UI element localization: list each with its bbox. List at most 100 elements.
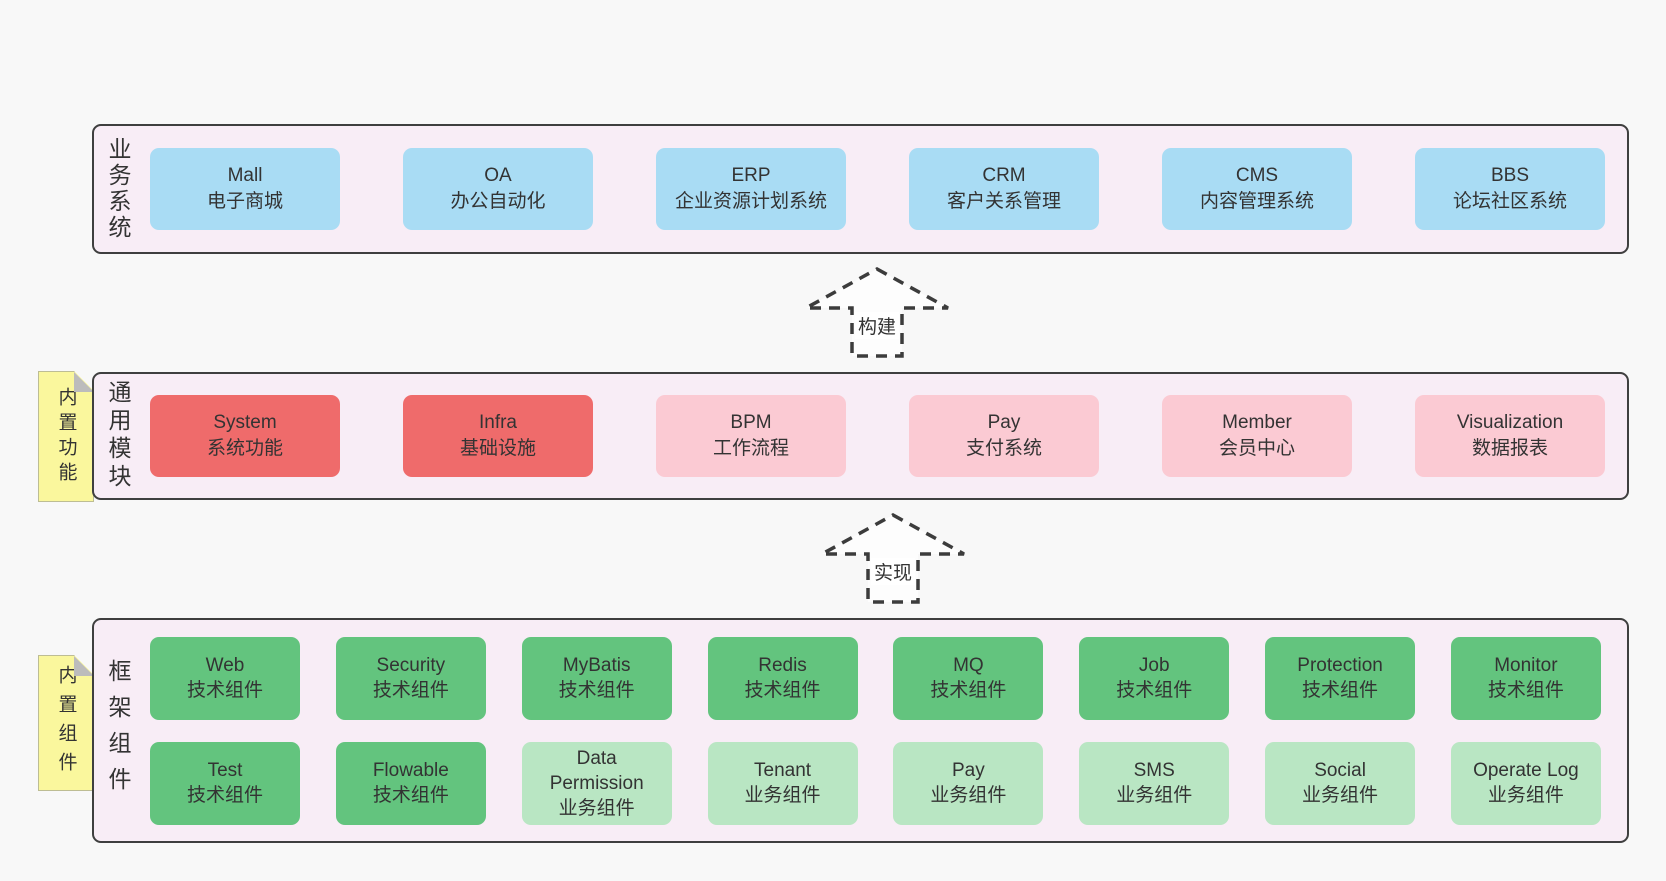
box-title: MQ: [953, 655, 984, 676]
box-subtitle: 业务组件: [558, 797, 635, 819]
box-title: Member: [1222, 412, 1292, 433]
common-modules-row: System 系统功能 Infra 基础设施 BPM 工作流程 Pay 支付系统…: [142, 374, 1627, 498]
box-title: Web: [205, 655, 245, 676]
box-title: Operate Log: [1473, 760, 1579, 781]
note-fold-corner: [74, 656, 94, 676]
component-item-protection: Protection 技术组件: [1265, 636, 1416, 720]
panel-label-text: 框架组件: [105, 658, 131, 803]
box-title: Pay: [952, 760, 985, 781]
box-title: Tenant: [754, 760, 812, 781]
panel-vertical-label: 框架组件: [94, 620, 142, 841]
business-item-crm: CRM 客户关系管理: [909, 148, 1099, 230]
box-subtitle: 技术组件: [558, 680, 635, 701]
module-item-system: System 系统功能: [150, 395, 340, 477]
panel-vertical-label: 业务系统: [94, 126, 142, 252]
component-item-redis: Redis 技术组件: [707, 636, 858, 720]
box-title: SMS: [1133, 760, 1175, 781]
component-item-job: Job 技术组件: [1079, 636, 1230, 720]
framework-components-grid: Web 技术组件 Security 技术组件 MyBatis 技术组件 Redi…: [142, 620, 1627, 841]
business-systems-row: Mall 电子商城 OA 办公自动化 ERP 企业资源计划系统 CRM 客户关系…: [142, 126, 1627, 252]
box-title: ERP: [731, 165, 771, 186]
box-subtitle: 系统功能: [206, 438, 283, 459]
framework-row-2: Test 技术组件 Flowable 技术组件 Data Permission …: [150, 741, 1601, 825]
implement-arrow: 实现: [818, 512, 968, 606]
box-title: BPM: [730, 412, 772, 433]
box-title: System: [213, 412, 277, 433]
box-title: CMS: [1235, 165, 1279, 186]
box-subtitle: 电子商城: [206, 191, 283, 212]
box-subtitle: 业务组件: [744, 785, 821, 806]
box-title: Job: [1138, 655, 1170, 676]
business-systems-panel: 业务系统 Mall 电子商城 OA 办公自动化 ERP 企业资源计划系统 CRM…: [92, 124, 1629, 254]
box-title: Flowable: [372, 760, 449, 781]
component-item-security: Security 技术组件: [335, 636, 486, 720]
module-item-visualization: Visualization 数据报表: [1415, 395, 1605, 477]
implement-arrow-label: 实现: [870, 558, 916, 585]
box-subtitle: 会员中心: [1218, 438, 1295, 459]
sticky-note-label: 内置组件: [55, 665, 77, 781]
component-item-social: Social 业务组件: [1265, 741, 1416, 825]
box-subtitle: 业务组件: [1487, 785, 1564, 806]
box-title: Data Permission: [549, 747, 644, 794]
box-subtitle: 业务组件: [930, 785, 1007, 806]
box-subtitle: 企业资源计划系统: [674, 191, 827, 212]
sticky-note-builtin-components: 内置组件: [38, 655, 94, 791]
box-subtitle: 业务组件: [1302, 785, 1379, 806]
business-item-erp: ERP 企业资源计划系统: [656, 148, 846, 230]
module-item-bpm: BPM 工作流程: [656, 395, 846, 477]
box-subtitle: 内容管理系统: [1199, 191, 1314, 212]
box-subtitle: 办公自动化: [450, 191, 546, 212]
business-item-cms: CMS 内容管理系统: [1162, 148, 1352, 230]
note-fold-corner: [74, 372, 94, 392]
component-item-flowable: Flowable 技术组件: [335, 741, 486, 825]
box-title: OA: [484, 165, 512, 186]
box-subtitle: 技术组件: [372, 680, 449, 701]
box-subtitle: 技术组件: [1487, 680, 1564, 701]
box-subtitle: 业务组件: [1116, 785, 1193, 806]
box-title: Social: [1314, 760, 1366, 781]
business-item-oa: OA 办公自动化: [403, 148, 593, 230]
box-subtitle: 论坛社区系统: [1452, 191, 1567, 212]
component-item-sms: SMS 业务组件: [1079, 741, 1230, 825]
component-item-monitor: Monitor 技术组件: [1450, 636, 1601, 720]
framework-row-1: Web 技术组件 Security 技术组件 MyBatis 技术组件 Redi…: [150, 636, 1601, 720]
box-subtitle: 基础设施: [459, 438, 536, 459]
box-title: Protection: [1297, 655, 1383, 676]
box-subtitle: 工作流程: [712, 438, 789, 459]
box-title: MyBatis: [562, 655, 631, 676]
box-title: Test: [207, 760, 243, 781]
common-modules-panel: 通用模块 System 系统功能 Infra 基础设施 BPM 工作流程 Pay…: [92, 372, 1629, 500]
box-subtitle: 技术组件: [186, 680, 263, 701]
component-item-pay: Pay 业务组件: [893, 741, 1044, 825]
component-item-web: Web 技术组件: [150, 636, 300, 720]
box-title: CRM: [982, 165, 1026, 186]
box-subtitle: 客户关系管理: [946, 191, 1061, 212]
box-subtitle: 技术组件: [1116, 680, 1193, 701]
panel-label-text: 通用模块: [105, 380, 131, 492]
box-subtitle: 数据报表: [1471, 438, 1548, 459]
box-title: Monitor: [1494, 655, 1558, 676]
business-item-bbs: BBS 论坛社区系统: [1415, 148, 1605, 230]
sticky-note-builtin-features: 内置功能: [38, 371, 94, 502]
module-item-member: Member 会员中心: [1162, 395, 1352, 477]
build-arrow-label: 构建: [854, 312, 900, 339]
build-arrow: 构建: [802, 266, 952, 360]
component-item-operate-log: Operate Log 业务组件: [1450, 741, 1601, 825]
box-subtitle: 技术组件: [186, 785, 263, 806]
box-subtitle: 技术组件: [744, 680, 821, 701]
box-subtitle: 支付系统: [965, 438, 1042, 459]
box-title: BBS: [1490, 165, 1530, 186]
component-item-data-permission: Data Permission 业务组件: [521, 741, 672, 825]
box-title: Security: [376, 655, 446, 676]
panel-vertical-label: 通用模块: [94, 374, 142, 498]
box-subtitle: 技术组件: [1302, 680, 1379, 701]
framework-components-panel: 框架组件 Web 技术组件 Security 技术组件 MyBatis 技术组件…: [92, 618, 1629, 843]
module-item-infra: Infra 基础设施: [403, 395, 593, 477]
box-title: Pay: [987, 412, 1021, 433]
box-title: Mall: [227, 165, 263, 186]
module-item-pay: Pay 支付系统: [909, 395, 1099, 477]
box-title: Visualization: [1456, 412, 1564, 433]
box-subtitle: 技术组件: [372, 785, 449, 806]
component-item-mq: MQ 技术组件: [893, 636, 1044, 720]
business-item-mall: Mall 电子商城: [150, 148, 340, 230]
